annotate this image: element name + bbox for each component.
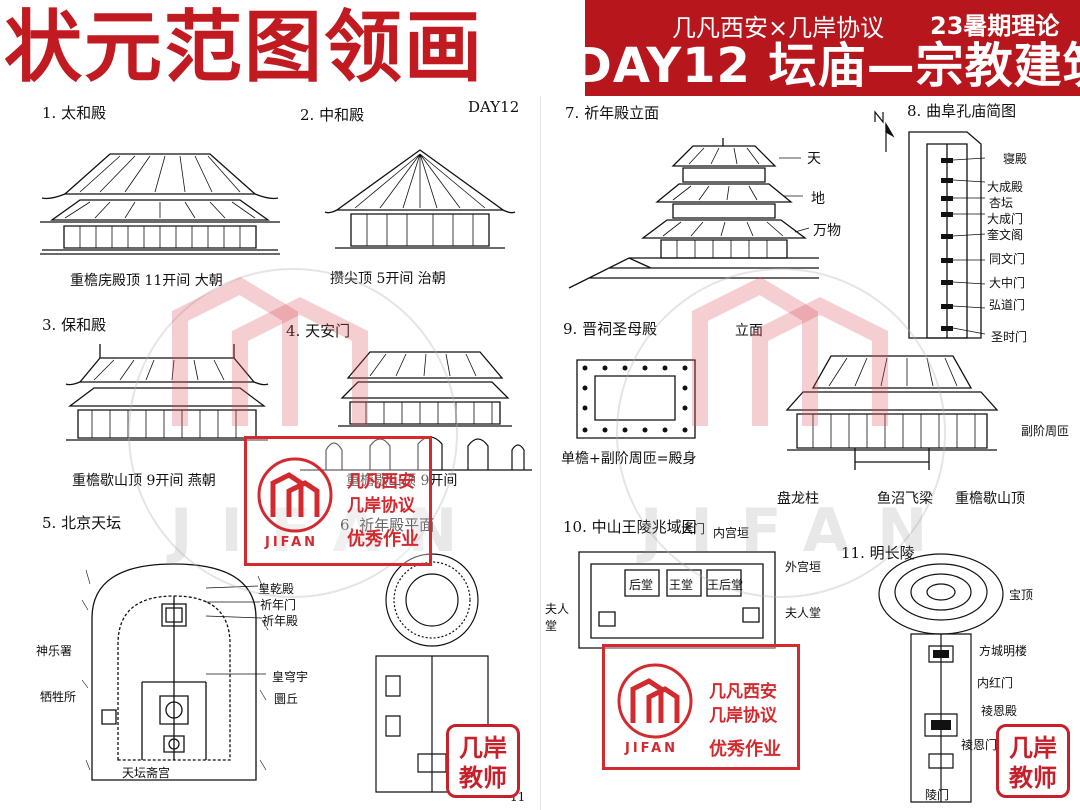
- stamp-line2-left: 几岸协议: [347, 496, 415, 516]
- kongmiao-label-6: 同文门: [989, 252, 1026, 266]
- sketch-title-1: 1. 太和殿: [42, 104, 107, 122]
- kongmiao-label-2: 大成殿: [987, 180, 1024, 194]
- zhongshan-label-4: 后堂: [629, 578, 654, 592]
- stamp-line3-right: 优秀作业: [709, 739, 781, 760]
- changling-label-4: 祾恩殿: [981, 704, 1018, 718]
- kongmiao-label-5: 奎文阁: [987, 228, 1024, 242]
- teacher-badge-line2-right: 教师: [1009, 764, 1057, 792]
- tiantan-plan-sketch: [78, 560, 270, 784]
- header-period: 23暑期理论: [930, 12, 1060, 40]
- watermark-text-left: JIFAN: [170, 496, 486, 566]
- kongmiao-label-7: 大中门: [989, 276, 1026, 290]
- excellent-work-stamp-left: JIFAN 几凡西安 几岸协议 优秀作业: [244, 436, 432, 566]
- sketch-caption-1: 重檐庑殿顶 11开间 大朝: [70, 273, 223, 289]
- kongmiao-label-3: 杏坛: [989, 196, 1014, 210]
- kongmiao-label-1: 寝殿: [1003, 152, 1028, 166]
- sketch-title-2: 2. 中和殿: [300, 106, 365, 124]
- watermark-logo-left: [170, 276, 370, 436]
- header-banner: 状元范图领画 几凡西安×几岸协议 23暑期理论 DAY12 坛庙—宗教建筑: [0, 0, 1080, 96]
- zhongshan-plan-sketch: [577, 550, 777, 650]
- sketch-title-9: 9. 晋祠圣母殿: [563, 320, 658, 338]
- kongmiao-label-8: 弘道门: [989, 298, 1026, 312]
- teacher-badge-line1-right: 几岸: [1009, 734, 1057, 762]
- watermark-logo-right: [690, 276, 890, 436]
- day-mark: DAY12: [468, 98, 520, 116]
- tiantan-label-3: 祈年殿: [262, 614, 299, 628]
- stamp-line2-right: 几岸协议: [709, 706, 777, 726]
- stamp-line1-right: 几凡西安: [709, 682, 777, 702]
- temple-tier-3: 万物: [813, 223, 841, 239]
- tiantan-label-5: 牺牲所: [40, 690, 77, 704]
- stamp-logo-text-left: JIFAN: [265, 535, 319, 550]
- header-subtitle: 几凡西安×几岸协议: [672, 14, 885, 42]
- jifan-logo-icon-right: [615, 661, 695, 757]
- watermark-text-right: JIFAN: [640, 496, 956, 566]
- temple-tier-2: 地: [811, 191, 825, 207]
- changling-label-6: 陵门: [925, 788, 950, 802]
- tiantan-label-7: 圜丘: [274, 692, 299, 706]
- teacher-badge-line2-left: 教师: [459, 764, 507, 792]
- changling-label-1: 宝顶: [1009, 588, 1034, 602]
- taihe-hall-sketch: [40, 142, 280, 257]
- zhongshan-label-8: 夫人堂: [785, 606, 822, 620]
- north-arrow-icon: [871, 110, 901, 154]
- watermark-circle-left: [128, 268, 458, 598]
- sketch-title-3: 3. 保和殿: [42, 316, 107, 334]
- changling-plan-sketch: [877, 550, 1005, 804]
- changling-label-5: 祾恩门: [961, 738, 998, 752]
- teacher-badge-left: 几岸 教师: [446, 724, 520, 798]
- sketch-title-8: 8. 曲阜孔庙简图: [907, 102, 1017, 120]
- stamp-line1-left: 几凡西安: [347, 472, 415, 492]
- header-title-panel: [0, 0, 585, 96]
- stamp-logo-text-right: JIFAN: [625, 741, 679, 756]
- tiantan-label-6: 皇穹宇: [272, 670, 309, 684]
- zhongshan-label-5: 王堂: [669, 578, 694, 592]
- teacher-badge-right: 几岸 教师: [996, 724, 1070, 798]
- stamp-line3-left: 优秀作业: [347, 529, 419, 550]
- changling-label-3: 内红门: [977, 676, 1014, 690]
- tiantan-label-8: 天坛斋宫: [122, 766, 171, 780]
- sketch-title-5: 5. 北京天坛: [42, 514, 122, 532]
- page-title: 状元范图领画: [4, 3, 485, 93]
- temple-tier-1: 天: [807, 151, 821, 167]
- sketch-title-7: 7. 祈年殿立面: [565, 104, 660, 122]
- tiantan-leader-lines: [206, 584, 266, 694]
- zhongshan-label-7: 夫人堂: [545, 602, 570, 633]
- changling-label-2: 方城明楼: [979, 644, 1028, 658]
- excellent-work-stamp-right: JIFAN 几凡西安 几岸协议 优秀作业: [602, 644, 800, 770]
- kongmiao-plan-sketch: [905, 128, 985, 340]
- teacher-badge-line1-left: 几岸: [459, 734, 507, 762]
- tiantan-label-2: 祈年门: [260, 598, 297, 612]
- tiantan-label-4: 神乐署: [36, 644, 73, 658]
- elevation-caption-3: 重檐歇山顶: [955, 491, 1025, 507]
- qinian-elevation-sketch: [569, 136, 819, 288]
- side-label: 副阶周匝: [1021, 424, 1070, 438]
- kongmiao-label-4: 大成门: [987, 212, 1024, 226]
- day-title: DAY12 坛庙—宗教建筑: [572, 38, 1080, 94]
- kongmiao-label-9: 圣时门: [991, 330, 1028, 344]
- watermark-circle-right: [616, 268, 946, 598]
- jifan-logo-icon: [255, 455, 335, 551]
- zhonghe-hall-sketch: [325, 148, 515, 256]
